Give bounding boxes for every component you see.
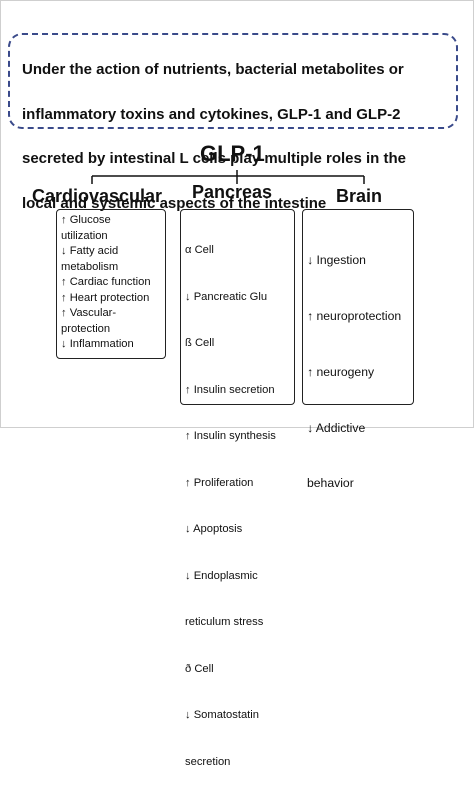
list-item: ↑ neuroprotection (307, 308, 402, 323)
list-item: ↑ Insulin synthesis (185, 430, 276, 442)
list-item: ↑ neurogeny (307, 364, 375, 379)
pancreas-list: α Cell ↓ Pancreatic Glu ß Cell ↑ Insulin… (185, 212, 276, 786)
list-item: utilization (61, 229, 108, 242)
cardiovascular-heading: Cardiovascular (32, 186, 163, 206)
list-item: ↓ Ingestion (307, 253, 366, 268)
glp1-title: GLP-1 (200, 141, 265, 166)
intro-text: Under the action of nutrients, bacterial… (22, 37, 462, 238)
list-item: behavior (307, 476, 354, 491)
list-item: ↑ Cardiac function (61, 276, 151, 288)
brain-list: ↓ Ingestion ↑ neuroprotection ↑ neurogen… (307, 214, 401, 512)
list-item: ↑ Heart protection (61, 291, 150, 304)
brain-heading: Brain (336, 186, 383, 206)
pancreas-heading: Pancreas (192, 182, 273, 202)
list-item: protection (61, 322, 111, 335)
intro-line: local and systemic aspects of the intest… (22, 195, 327, 213)
list-item: ↑ Proliferation (185, 476, 254, 489)
list-item: metabolism (61, 260, 119, 273)
list-item: ð Cell (185, 662, 214, 675)
list-item: reticulum stress (185, 616, 264, 628)
brain-card (302, 209, 414, 405)
list-item: ↓ Pancreatic Glu (185, 290, 268, 303)
list-item: ↓ Somatostatin (185, 709, 259, 721)
list-item: ß Cell (185, 337, 215, 349)
list-item: ↑ Glucose (61, 214, 111, 226)
list-item: ↓ Endoplasmic (185, 569, 258, 582)
pancreas-card (180, 209, 295, 405)
list-item: secretion (185, 755, 231, 768)
list-item: α Cell (185, 244, 214, 256)
intro-line: Under the action of nutrients, bacterial… (22, 61, 404, 79)
intro-line: inflammatory toxins and cytokines, GLP-1… (22, 105, 401, 123)
connector-lines (91, 170, 365, 184)
intro-dashed-box (8, 33, 458, 129)
list-item: ↑ Insulin secretion (185, 383, 275, 396)
list-item: ↓ Inflammation (61, 338, 134, 350)
list-item: ↓ Apoptosis (185, 523, 243, 535)
cardiovascular-card (56, 209, 166, 359)
list-item: ↑ Vascular- (61, 307, 117, 319)
list-item: ↓ Fatty acid (61, 245, 119, 257)
cardiovascular-list: ↑ Glucose utilization ↓ Fatty acid metab… (61, 213, 151, 353)
intro-line: secreted by intestinal L cells play mult… (22, 150, 407, 168)
